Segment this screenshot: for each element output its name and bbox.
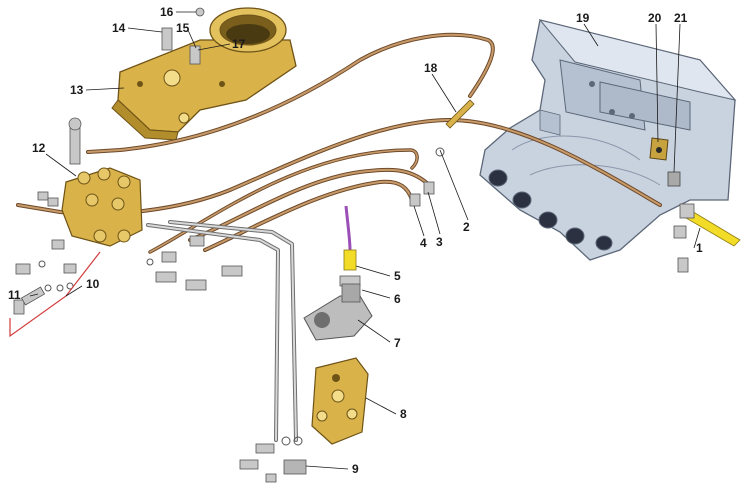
callout-19: 19 xyxy=(576,11,590,25)
callout-5: 5 xyxy=(394,269,401,283)
valve-8 xyxy=(311,357,369,445)
vacuum-distributor xyxy=(61,117,143,247)
callout-21: 21 xyxy=(674,11,688,25)
callout-4: 4 xyxy=(420,236,427,250)
bolts-9 xyxy=(239,436,307,483)
callout-8: 8 xyxy=(400,407,407,421)
fitting-18 xyxy=(445,99,475,129)
callout-7: 7 xyxy=(394,336,401,350)
sensor-plug-1 xyxy=(679,203,741,247)
callout-20: 20 xyxy=(648,11,662,25)
bracket-10 xyxy=(9,251,101,338)
callout-14: 14 xyxy=(112,21,126,35)
leader-lines xyxy=(29,11,701,470)
callout-16: 16 xyxy=(160,5,174,19)
callout-10: 10 xyxy=(86,277,100,291)
vacuum-tubes xyxy=(16,32,662,442)
callout-11: 11 xyxy=(8,288,21,302)
intake-manifold xyxy=(479,19,737,261)
callout-15: 15 xyxy=(176,21,190,35)
callout-6: 6 xyxy=(394,292,401,306)
callout-labels: 1 2 3 4 5 6 7 8 9 10 11 12 13 14 15 16 1… xyxy=(8,5,703,476)
callout-17: 17 xyxy=(232,37,246,51)
throttle-body xyxy=(111,7,297,141)
callout-1: 1 xyxy=(696,241,703,255)
callout-2: 2 xyxy=(463,220,470,234)
callout-9: 9 xyxy=(352,462,359,476)
fitting-21 xyxy=(667,171,681,187)
bolt-11 xyxy=(13,286,46,315)
callout-3: 3 xyxy=(436,235,443,249)
small-fittings xyxy=(15,147,689,292)
sensor-assembly xyxy=(303,205,373,341)
sensor-20 xyxy=(649,137,669,161)
callout-13: 13 xyxy=(70,83,84,97)
callout-12: 12 xyxy=(32,141,46,155)
callout-18: 18 xyxy=(424,61,438,75)
